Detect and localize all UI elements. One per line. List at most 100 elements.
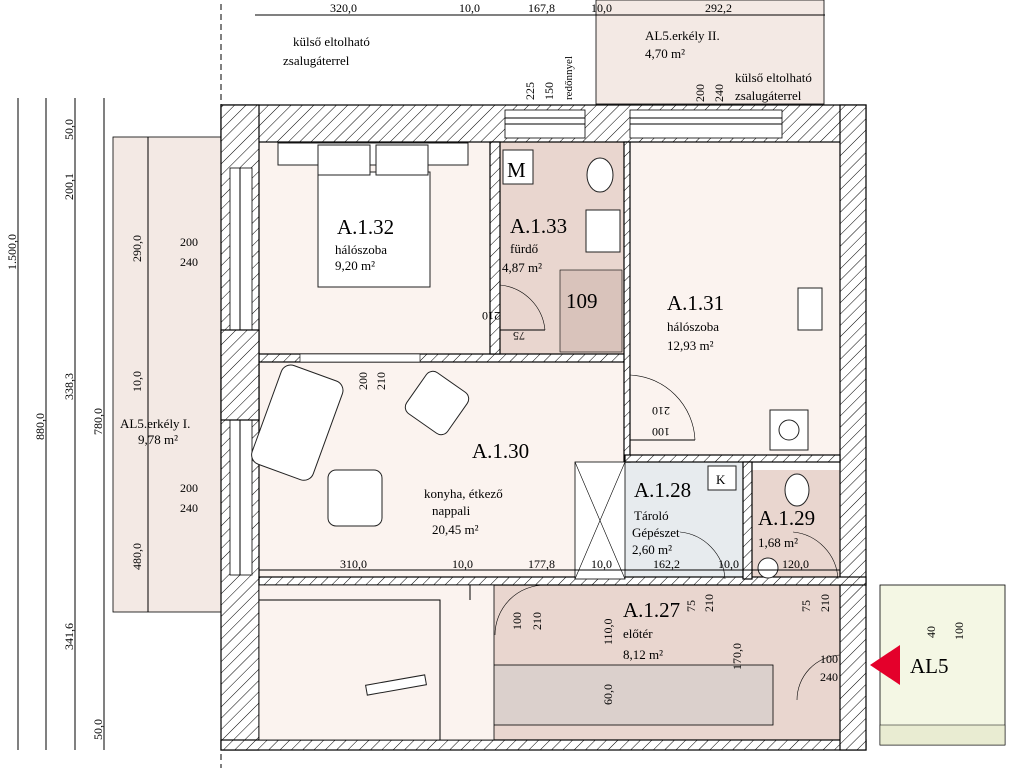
svg-text:100: 100 bbox=[652, 425, 670, 439]
room-area-a130: 20,45 m² bbox=[432, 522, 479, 537]
svg-text:210: 210 bbox=[374, 372, 388, 390]
washbasin bbox=[585, 209, 621, 253]
note-shutter-3: külső eltolható bbox=[735, 70, 812, 85]
armchair-1 bbox=[404, 370, 470, 436]
svg-text:480,0: 480,0 bbox=[130, 543, 144, 570]
boiler bbox=[707, 465, 737, 491]
balcony-2-name: AL5.erkély II. bbox=[645, 28, 720, 43]
shower bbox=[559, 269, 623, 353]
note-roller: redőnnyel bbox=[563, 56, 575, 100]
svg-text:75: 75 bbox=[684, 600, 698, 612]
svg-text:338,3: 338,3 bbox=[62, 373, 76, 400]
svg-text:200: 200 bbox=[693, 84, 707, 102]
sofa bbox=[251, 364, 344, 481]
balcony-2-area: 4,70 m² bbox=[645, 46, 685, 61]
room-name-a130: konyha, étkező bbox=[424, 486, 503, 501]
room-code-a128: A.1.28 bbox=[634, 478, 691, 502]
balcony-1-area: 9,78 m² bbox=[138, 432, 178, 447]
svg-text:225: 225 bbox=[523, 82, 537, 100]
room-code-a133: A.1.33 bbox=[510, 214, 567, 238]
svg-text:310,0: 310,0 bbox=[340, 557, 367, 571]
svg-text:240: 240 bbox=[820, 670, 838, 684]
meter-box bbox=[502, 149, 534, 185]
meter-label: M bbox=[507, 158, 526, 182]
svg-text:1.500,0: 1.500,0 bbox=[5, 234, 19, 270]
svg-text:75: 75 bbox=[799, 600, 813, 612]
room-code-a127: A.1.27 bbox=[623, 598, 680, 622]
balcony-1-name: AL5.erkély I. bbox=[120, 416, 190, 431]
room-area-a129: 1,68 m² bbox=[758, 535, 798, 550]
svg-text:210: 210 bbox=[818, 594, 832, 612]
svg-text:40: 40 bbox=[924, 626, 938, 638]
note-shutter-4: zsalugáterrel bbox=[735, 88, 802, 103]
bed bbox=[317, 171, 431, 288]
svg-text:200: 200 bbox=[180, 235, 198, 249]
sink bbox=[769, 409, 809, 451]
stair-code: 109 bbox=[566, 289, 598, 313]
room-area-a127: 8,12 m² bbox=[623, 647, 663, 662]
svg-text:240: 240 bbox=[180, 255, 198, 269]
svg-text:210: 210 bbox=[530, 612, 544, 630]
svg-text:110,0: 110,0 bbox=[601, 618, 615, 645]
room-code-a129: A.1.29 bbox=[758, 506, 815, 530]
room-area-a131: 12,93 m² bbox=[667, 338, 714, 353]
svg-text:10,0: 10,0 bbox=[130, 371, 144, 392]
armchair-2 bbox=[327, 469, 383, 527]
toilet bbox=[586, 157, 614, 193]
svg-text:167,8: 167,8 bbox=[528, 1, 555, 15]
room-name2-a130: nappali bbox=[432, 503, 471, 518]
svg-text:240: 240 bbox=[712, 84, 726, 102]
entrance-arrow bbox=[870, 645, 900, 685]
svg-text:10,0: 10,0 bbox=[591, 557, 612, 571]
room-code-a132: A.1.32 bbox=[337, 215, 394, 239]
wc bbox=[784, 473, 810, 507]
svg-text:10,0: 10,0 bbox=[718, 557, 739, 571]
svg-text:100: 100 bbox=[820, 652, 838, 666]
room-area-a133: 4,87 m² bbox=[502, 260, 542, 275]
svg-text:100: 100 bbox=[510, 612, 524, 630]
svg-text:50,0: 50,0 bbox=[91, 719, 105, 740]
room-name-a127: előtér bbox=[623, 626, 653, 641]
svg-text:290,0: 290,0 bbox=[130, 235, 144, 262]
svg-text:50,0: 50,0 bbox=[62, 119, 76, 140]
room-name-a131: hálószoba bbox=[667, 319, 719, 334]
room-area-a132: 9,20 m² bbox=[335, 258, 375, 273]
boiler-label: K bbox=[716, 472, 726, 487]
room-name-a132: hálószoba bbox=[335, 242, 387, 257]
wall-right bbox=[839, 104, 867, 751]
room-area-a128: 2,60 m² bbox=[632, 542, 672, 557]
room-name-a128: Tároló bbox=[634, 508, 669, 523]
svg-text:210: 210 bbox=[702, 594, 716, 612]
svg-text:341,6: 341,6 bbox=[62, 623, 76, 650]
svg-text:60,0: 60,0 bbox=[601, 684, 615, 705]
note-shutter-1: külső eltolható bbox=[293, 34, 370, 49]
svg-text:10,0: 10,0 bbox=[459, 1, 480, 15]
svg-text:320,0: 320,0 bbox=[330, 1, 357, 15]
svg-text:292,2: 292,2 bbox=[705, 1, 732, 15]
svg-text:780,0: 780,0 bbox=[91, 408, 105, 435]
svg-text:120,0: 120,0 bbox=[782, 557, 809, 571]
note-shutter-2: zsalugáterrel bbox=[283, 53, 350, 68]
svg-text:162,2: 162,2 bbox=[653, 557, 680, 571]
svg-text:200: 200 bbox=[180, 481, 198, 495]
balcony-2 bbox=[595, 0, 825, 105]
svg-text:200: 200 bbox=[356, 372, 370, 390]
svg-text:177,8: 177,8 bbox=[528, 557, 555, 571]
svg-text:240: 240 bbox=[180, 501, 198, 515]
svg-text:150: 150 bbox=[542, 82, 556, 100]
room-name-a133: fürdő bbox=[510, 241, 538, 256]
svg-text:10,0: 10,0 bbox=[591, 1, 612, 15]
room-name2-a128: Gépészet bbox=[632, 525, 680, 540]
svg-text:210: 210 bbox=[652, 404, 670, 418]
svg-text:200,1: 200,1 bbox=[62, 173, 76, 200]
room-code-a131: A.1.31 bbox=[667, 291, 724, 315]
entrance-label: AL5 bbox=[910, 654, 949, 678]
svg-text:100: 100 bbox=[952, 622, 966, 640]
room-code-a130: A.1.30 bbox=[472, 439, 529, 463]
svg-text:10,0: 10,0 bbox=[452, 557, 473, 571]
svg-text:170,0: 170,0 bbox=[730, 643, 744, 670]
svg-text:880,0: 880,0 bbox=[33, 413, 47, 440]
balcony-1 bbox=[112, 136, 222, 613]
